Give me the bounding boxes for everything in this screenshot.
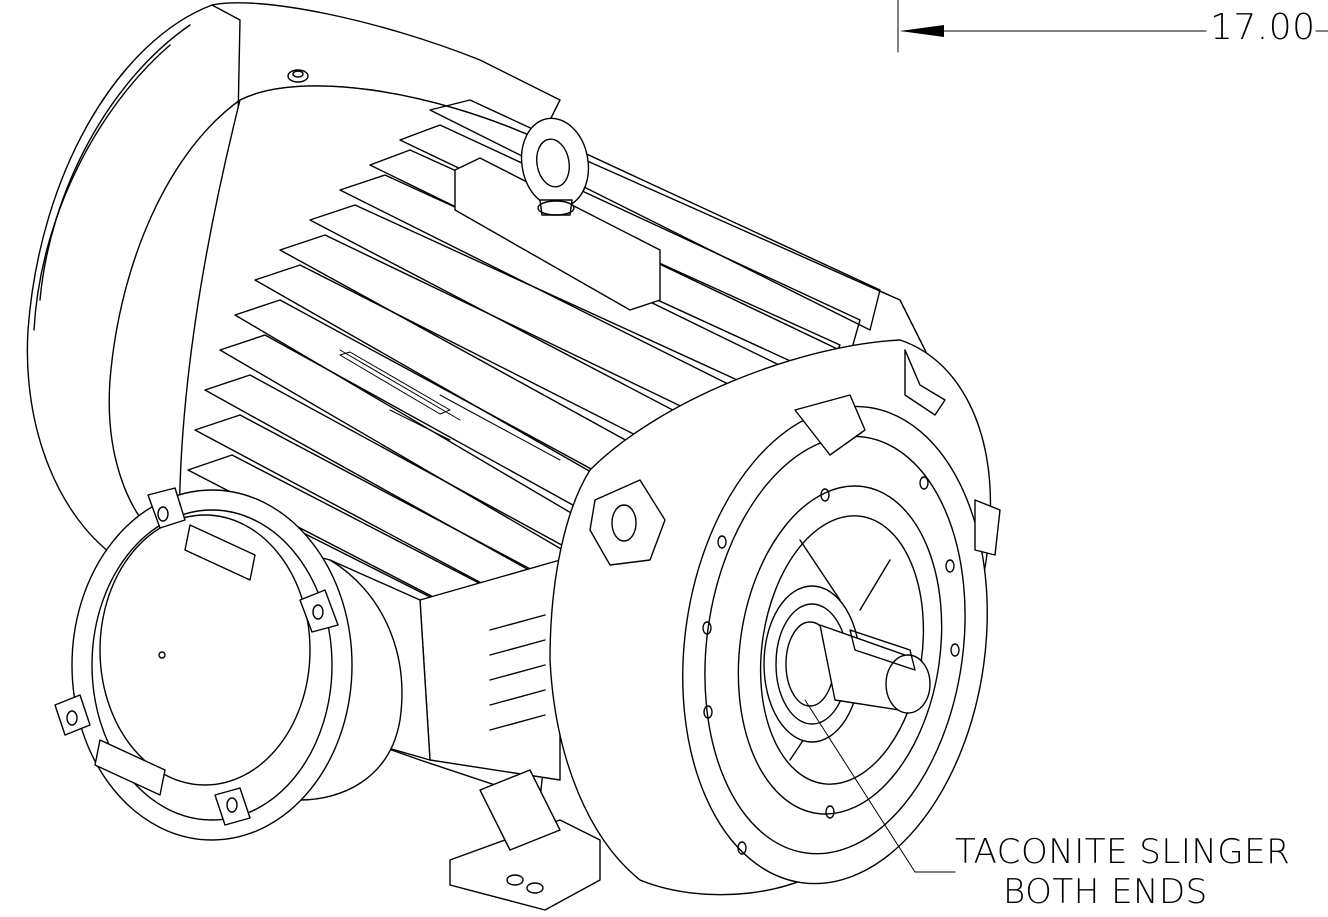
note-leader <box>804 699 956 873</box>
conduit-hood <box>54 487 403 841</box>
mounting-feet <box>449 769 601 911</box>
shaft <box>763 585 931 743</box>
note-line-1: TACONITE SLINGER <box>955 832 1291 872</box>
dimension-leader <box>897 0 1328 53</box>
dimension-value: 17.00 <box>1210 7 1316 48</box>
note-line-2: BOTH ENDS <box>1003 872 1208 912</box>
